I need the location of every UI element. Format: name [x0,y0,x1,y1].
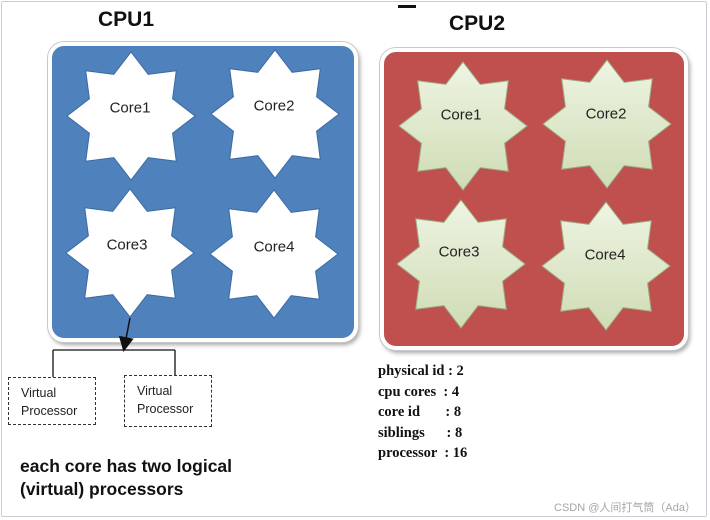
virtual-processor-line1: Virtual [137,384,173,398]
dash-mark [398,5,416,8]
cpu2-core4-shape [541,201,671,331]
cpu1-core2-label: Core2 [253,97,295,115]
cpu2-core2-shape [542,59,672,189]
info-core-id: core id : 8 [378,404,462,420]
cpu2-core1-shape [398,61,528,191]
cpu2-core4-label: Core4 [584,246,626,264]
info-siblings: siblings : 8 [378,424,463,441]
cpu1-core4-label: Core4 [253,238,295,256]
cpu1-title: CPU1 [98,8,155,31]
virtual-processor-line2: Processor [137,402,194,416]
cpu1-core4-shape [209,189,339,319]
cpu1-core1-shape [66,51,196,181]
virtual-processor-line2: Processor [21,404,78,418]
cpu1-core3-shape [65,188,195,318]
info-processor: processor : 16 [378,445,468,461]
cpu-info-block: physical id : 2 cpu cores : 4 core id : … [378,361,467,464]
caption: each core has two logical (virtual) proc… [20,455,232,501]
virtual-processor-box: Virtual Processor [8,377,96,425]
cpu1-core3-label: Core3 [106,236,148,254]
virtual-processor-box: Virtual Processor [124,375,212,427]
cpu2-core2-label: Core2 [585,105,627,123]
caption-line2: (virtual) processors [20,479,184,499]
virtual-processor-line1: Virtual [21,386,57,400]
watermark: CSDN @人间打气筒（Ada） [554,502,696,514]
core3-arrow [118,317,134,352]
cpu2-core3-label: Core3 [438,243,480,261]
cpu1-core2-shape [210,49,340,179]
cpu1-core1-label: Core1 [109,99,151,117]
cpu2-core1-label: Core1 [440,106,482,124]
cpu2-core3-shape [396,199,526,329]
info-cpu-cores: cpu cores : 4 [378,383,460,400]
info-physical-id: physical id : 2 [378,363,464,379]
cpu2-title: CPU2 [449,12,506,35]
caption-line1: each core has two logical [20,456,233,476]
